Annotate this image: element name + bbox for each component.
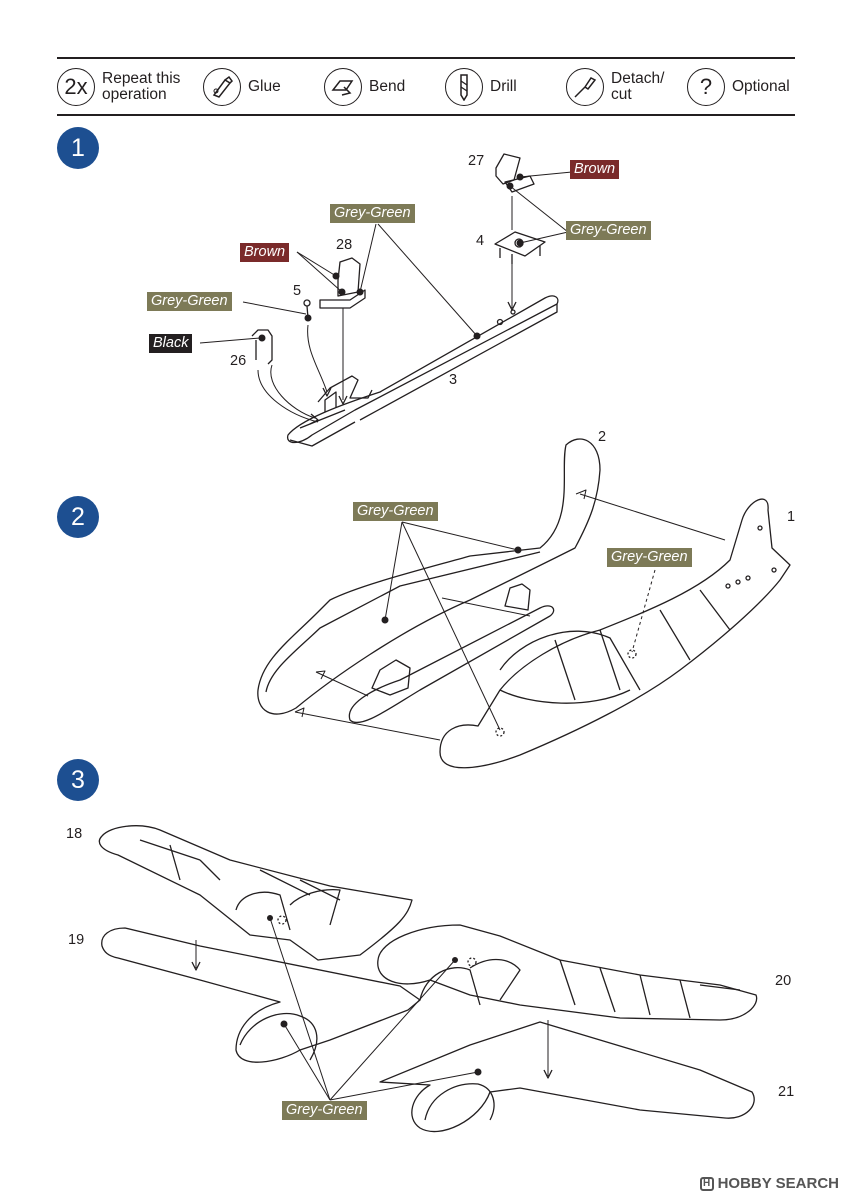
part-number-1: 1 [787,509,796,525]
part-number-21: 21 [778,1084,795,1100]
knife-icon [566,67,604,106]
legend-glue-label: Glue [248,77,281,95]
step1-armor-part-4 [494,231,546,311]
legend-glue: Glue [203,59,281,114]
color-tag-grey-green: Grey-Green [282,1101,367,1120]
legend-optional: ? Optional [687,59,790,114]
color-tag-black: Black [149,334,193,353]
part-number-26: 26 [230,353,247,369]
step-3-badge: 3 [57,759,99,801]
step-1-badge: 1 [57,127,99,169]
part-number-27: 27 [468,153,485,169]
part-number-2: 2 [598,429,607,445]
watermark-text: HOBBY SEARCH [717,1175,839,1192]
legend-bend-label: Bend [369,77,406,95]
question-icon: ? [687,67,725,106]
watermark: H HOBBY SEARCH [699,1175,839,1192]
color-tag-brown: Brown [240,243,290,262]
step1-glue-dots [258,173,524,342]
part-number-28: 28 [336,237,353,253]
legend-detach: Detach/ cut [566,59,664,114]
step-2-badge: 2 [57,496,99,538]
step3-lower-wing-right-part-21 [379,1020,755,1133]
step2-fuselage-half-part-2 [257,438,601,715]
glue-tube-icon [203,67,241,106]
part-number-18: 18 [66,826,83,842]
legend-bar: 2x Repeat this operation Glue Bend Drill… [57,57,795,116]
color-tag-grey-green: Grey-Green [353,502,438,521]
step3-upper-wing-left-part-18 [98,825,413,961]
part-number-3: 3 [449,372,458,388]
part-number-20: 20 [775,973,792,989]
part-number-4: 4 [476,233,485,249]
part-number-5: 5 [293,283,302,299]
repeat-2x-icon: 2x [57,67,95,106]
step3-upper-wing-right-part-20 [377,924,758,1021]
step2-leaders [294,489,726,741]
legend-bend: Bend [324,59,405,114]
step3-hidden-points [277,915,477,967]
legend-optional-label: Optional [732,77,790,95]
step1-seat-part-28 [319,257,366,405]
step3-glue-dots [267,915,482,1076]
step2-cockpit-floor [348,583,555,724]
color-tag-grey-green: Grey-Green [330,204,415,223]
step1-floor-part-3 [287,295,559,447]
step2-hidden-points [495,649,637,737]
step2-fuselage-half-part-1 [439,498,791,769]
legend-repeat: 2x Repeat this operation [57,59,180,114]
color-tag-grey-green: Grey-Green [147,292,232,311]
color-tag-grey-green: Grey-Green [607,548,692,567]
step1-stick-part-5 [303,299,332,397]
bend-arrow-icon [324,67,362,106]
legend-repeat-label: Repeat this operation [102,69,181,103]
legend-drill-label: Drill [490,77,517,95]
hobby-search-logo-icon: H [699,1176,714,1191]
step1-pedals-part-26 [251,329,319,425]
step1-headrest-part-27 [495,153,535,230]
legend-drill: Drill [445,59,517,114]
color-tag-grey-green: Grey-Green [566,221,651,240]
step2-glue-dots [381,546,522,624]
drill-bit-icon [445,67,483,106]
part-number-19: 19 [68,932,85,948]
step1-leaders [199,171,573,344]
color-tag-brown: Brown [570,160,620,179]
step3-lower-wing-left-part-19 [101,927,421,1063]
legend-detach-label: Detach/ cut [611,69,665,103]
step3-leaders [269,917,479,1101]
